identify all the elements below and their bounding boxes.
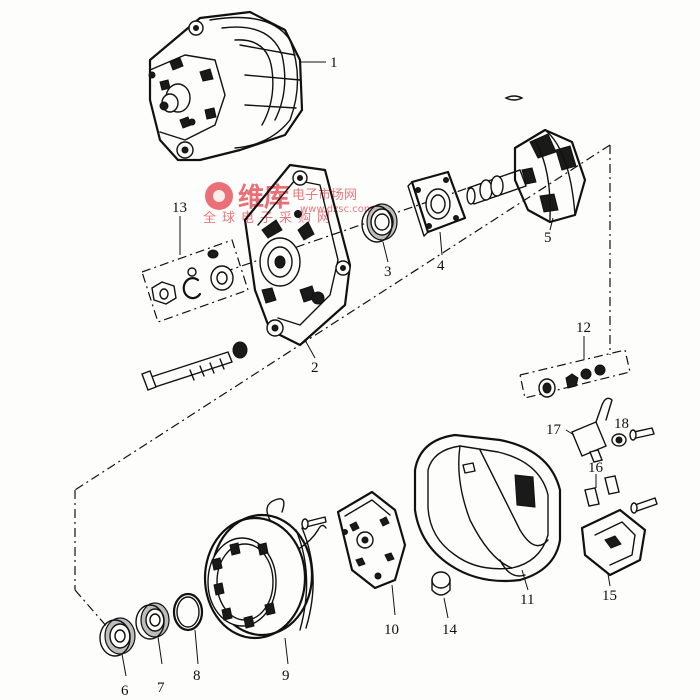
watermark-title: 电子市场网 bbox=[292, 187, 357, 203]
part-8-o-ring bbox=[172, 592, 204, 632]
part-6-bearing bbox=[99, 617, 136, 657]
through-bolt bbox=[141, 341, 248, 391]
part-2-slip-ring-housing bbox=[243, 163, 352, 347]
part-10-rectifier bbox=[301, 490, 407, 590]
leader-10 bbox=[391, 584, 396, 616]
part-1-drive-end-housing bbox=[148, 10, 304, 162]
part-5-rotor bbox=[466, 95, 587, 224]
leader-9 bbox=[284, 637, 289, 665]
callout-16: 16 bbox=[588, 460, 604, 476]
callout-10: 10 bbox=[384, 622, 399, 638]
part-3-bearing bbox=[361, 203, 398, 243]
part-18-screw bbox=[611, 427, 655, 447]
leader-2 bbox=[304, 339, 316, 359]
callout-7: 7 bbox=[157, 680, 165, 696]
callout-2: 2 bbox=[311, 360, 319, 376]
part-4-retainer-plate bbox=[407, 170, 467, 237]
part-7-bearing bbox=[135, 602, 170, 640]
callout-4: 4 bbox=[437, 258, 445, 274]
callout-6: 6 bbox=[121, 683, 129, 699]
leader-11 bbox=[521, 569, 529, 591]
callout-12: 12 bbox=[576, 320, 591, 336]
part-11-rear-cover bbox=[413, 433, 562, 583]
callout-15: 15 bbox=[602, 588, 617, 604]
callout-18: 18 bbox=[614, 416, 629, 432]
leader-17 bbox=[565, 429, 575, 436]
part-9-stator bbox=[203, 498, 327, 640]
watermark-url: www.dzsc.com bbox=[300, 204, 374, 215]
leader-5 bbox=[549, 217, 554, 231]
callout-1: 1 bbox=[330, 55, 338, 71]
leader-6 bbox=[121, 653, 127, 677]
callout-8: 8 bbox=[193, 668, 201, 684]
part-14-bushing bbox=[431, 571, 451, 596]
part-12-brush-spring-set bbox=[519, 349, 631, 399]
callout-13: 13 bbox=[172, 200, 187, 216]
part-17-brush-holder bbox=[571, 397, 613, 463]
callout-17: 17 bbox=[546, 422, 562, 438]
leader-15 bbox=[607, 573, 611, 587]
callout-3: 3 bbox=[384, 264, 392, 280]
leader-3 bbox=[382, 241, 389, 263]
leader-4 bbox=[439, 231, 443, 256]
leader-8 bbox=[194, 629, 199, 665]
callout-9: 9 bbox=[282, 668, 290, 684]
leader-7 bbox=[157, 636, 163, 665]
part-13-nut-washer-set bbox=[141, 239, 249, 323]
callout-11: 11 bbox=[520, 592, 534, 608]
callout-5: 5 bbox=[544, 230, 552, 246]
callout-14: 14 bbox=[442, 622, 458, 638]
part-16-terminals bbox=[584, 475, 620, 507]
leader-14 bbox=[443, 597, 449, 619]
part-15-regulator bbox=[580, 497, 658, 577]
